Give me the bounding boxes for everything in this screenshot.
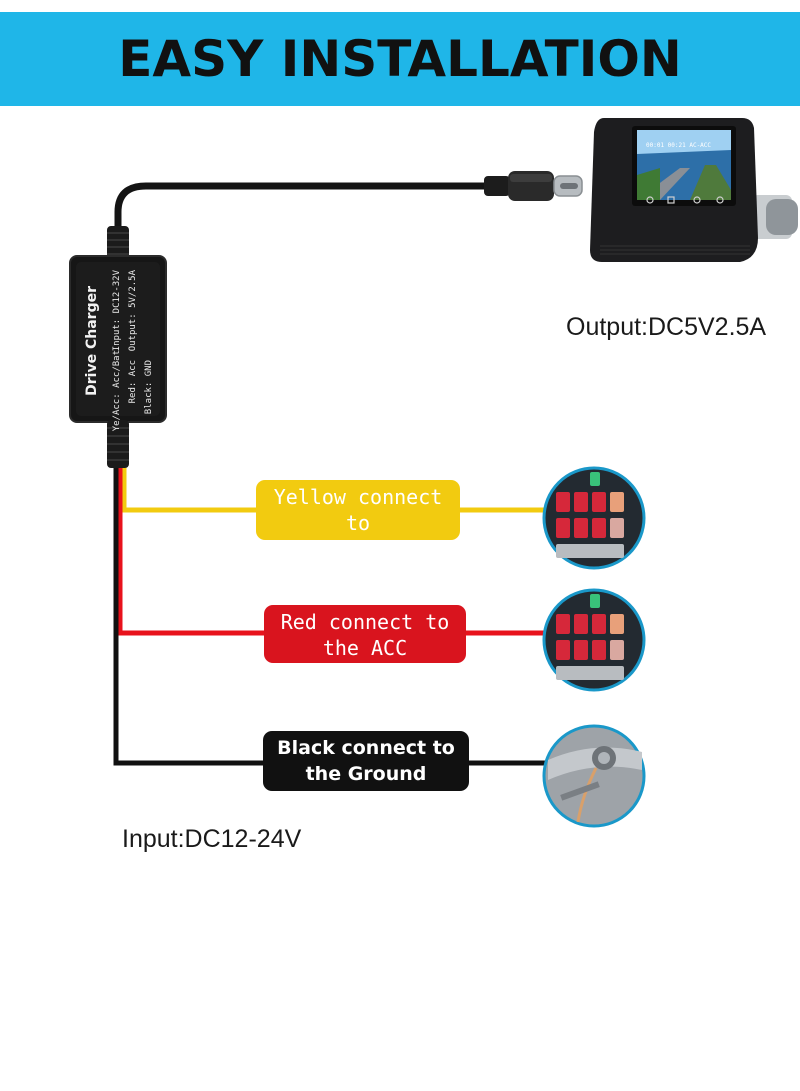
fuse-box-icon <box>542 466 646 570</box>
black-wire-tag: Black connect to the Ground <box>263 731 469 791</box>
converter-extra-3: Black: GND <box>144 360 154 415</box>
converter-box <box>69 255 167 423</box>
output-label: Output:DC5V2.5A <box>566 313 767 341</box>
converter-spec-input: Input: DC12-32V <box>112 270 122 352</box>
input-label: Input:DC12-24V <box>122 825 302 853</box>
dashcam-screen-text: 00:01 00:21 AC-ACC <box>646 142 711 149</box>
header-banner: EASY INSTALLATION <box>0 12 800 106</box>
dash-cam-icon: 00:01 00:21 AC-ACC <box>590 118 798 262</box>
converter-name: Drive Charger <box>84 286 100 396</box>
output-cable <box>114 182 488 262</box>
page-title: EASY INSTALLATION <box>118 30 682 88</box>
yellow-wire-tag: Yellow connect to ACC+ or Bat+ <box>256 480 460 561</box>
red-wire-tag: Red connect to the ACC <box>264 605 466 663</box>
converter-spec-output: Output: 5V/2.5A <box>128 270 138 352</box>
converter-extra-2: Red: Acc <box>128 360 138 404</box>
ground-bolt-icon <box>542 724 646 828</box>
converter-extra-1: Ye/Acc: Acc/Bat <box>112 350 122 432</box>
fuse-box-icon <box>542 588 646 692</box>
strain-relief-top <box>107 226 129 262</box>
usb-c-plug-icon <box>484 171 583 201</box>
